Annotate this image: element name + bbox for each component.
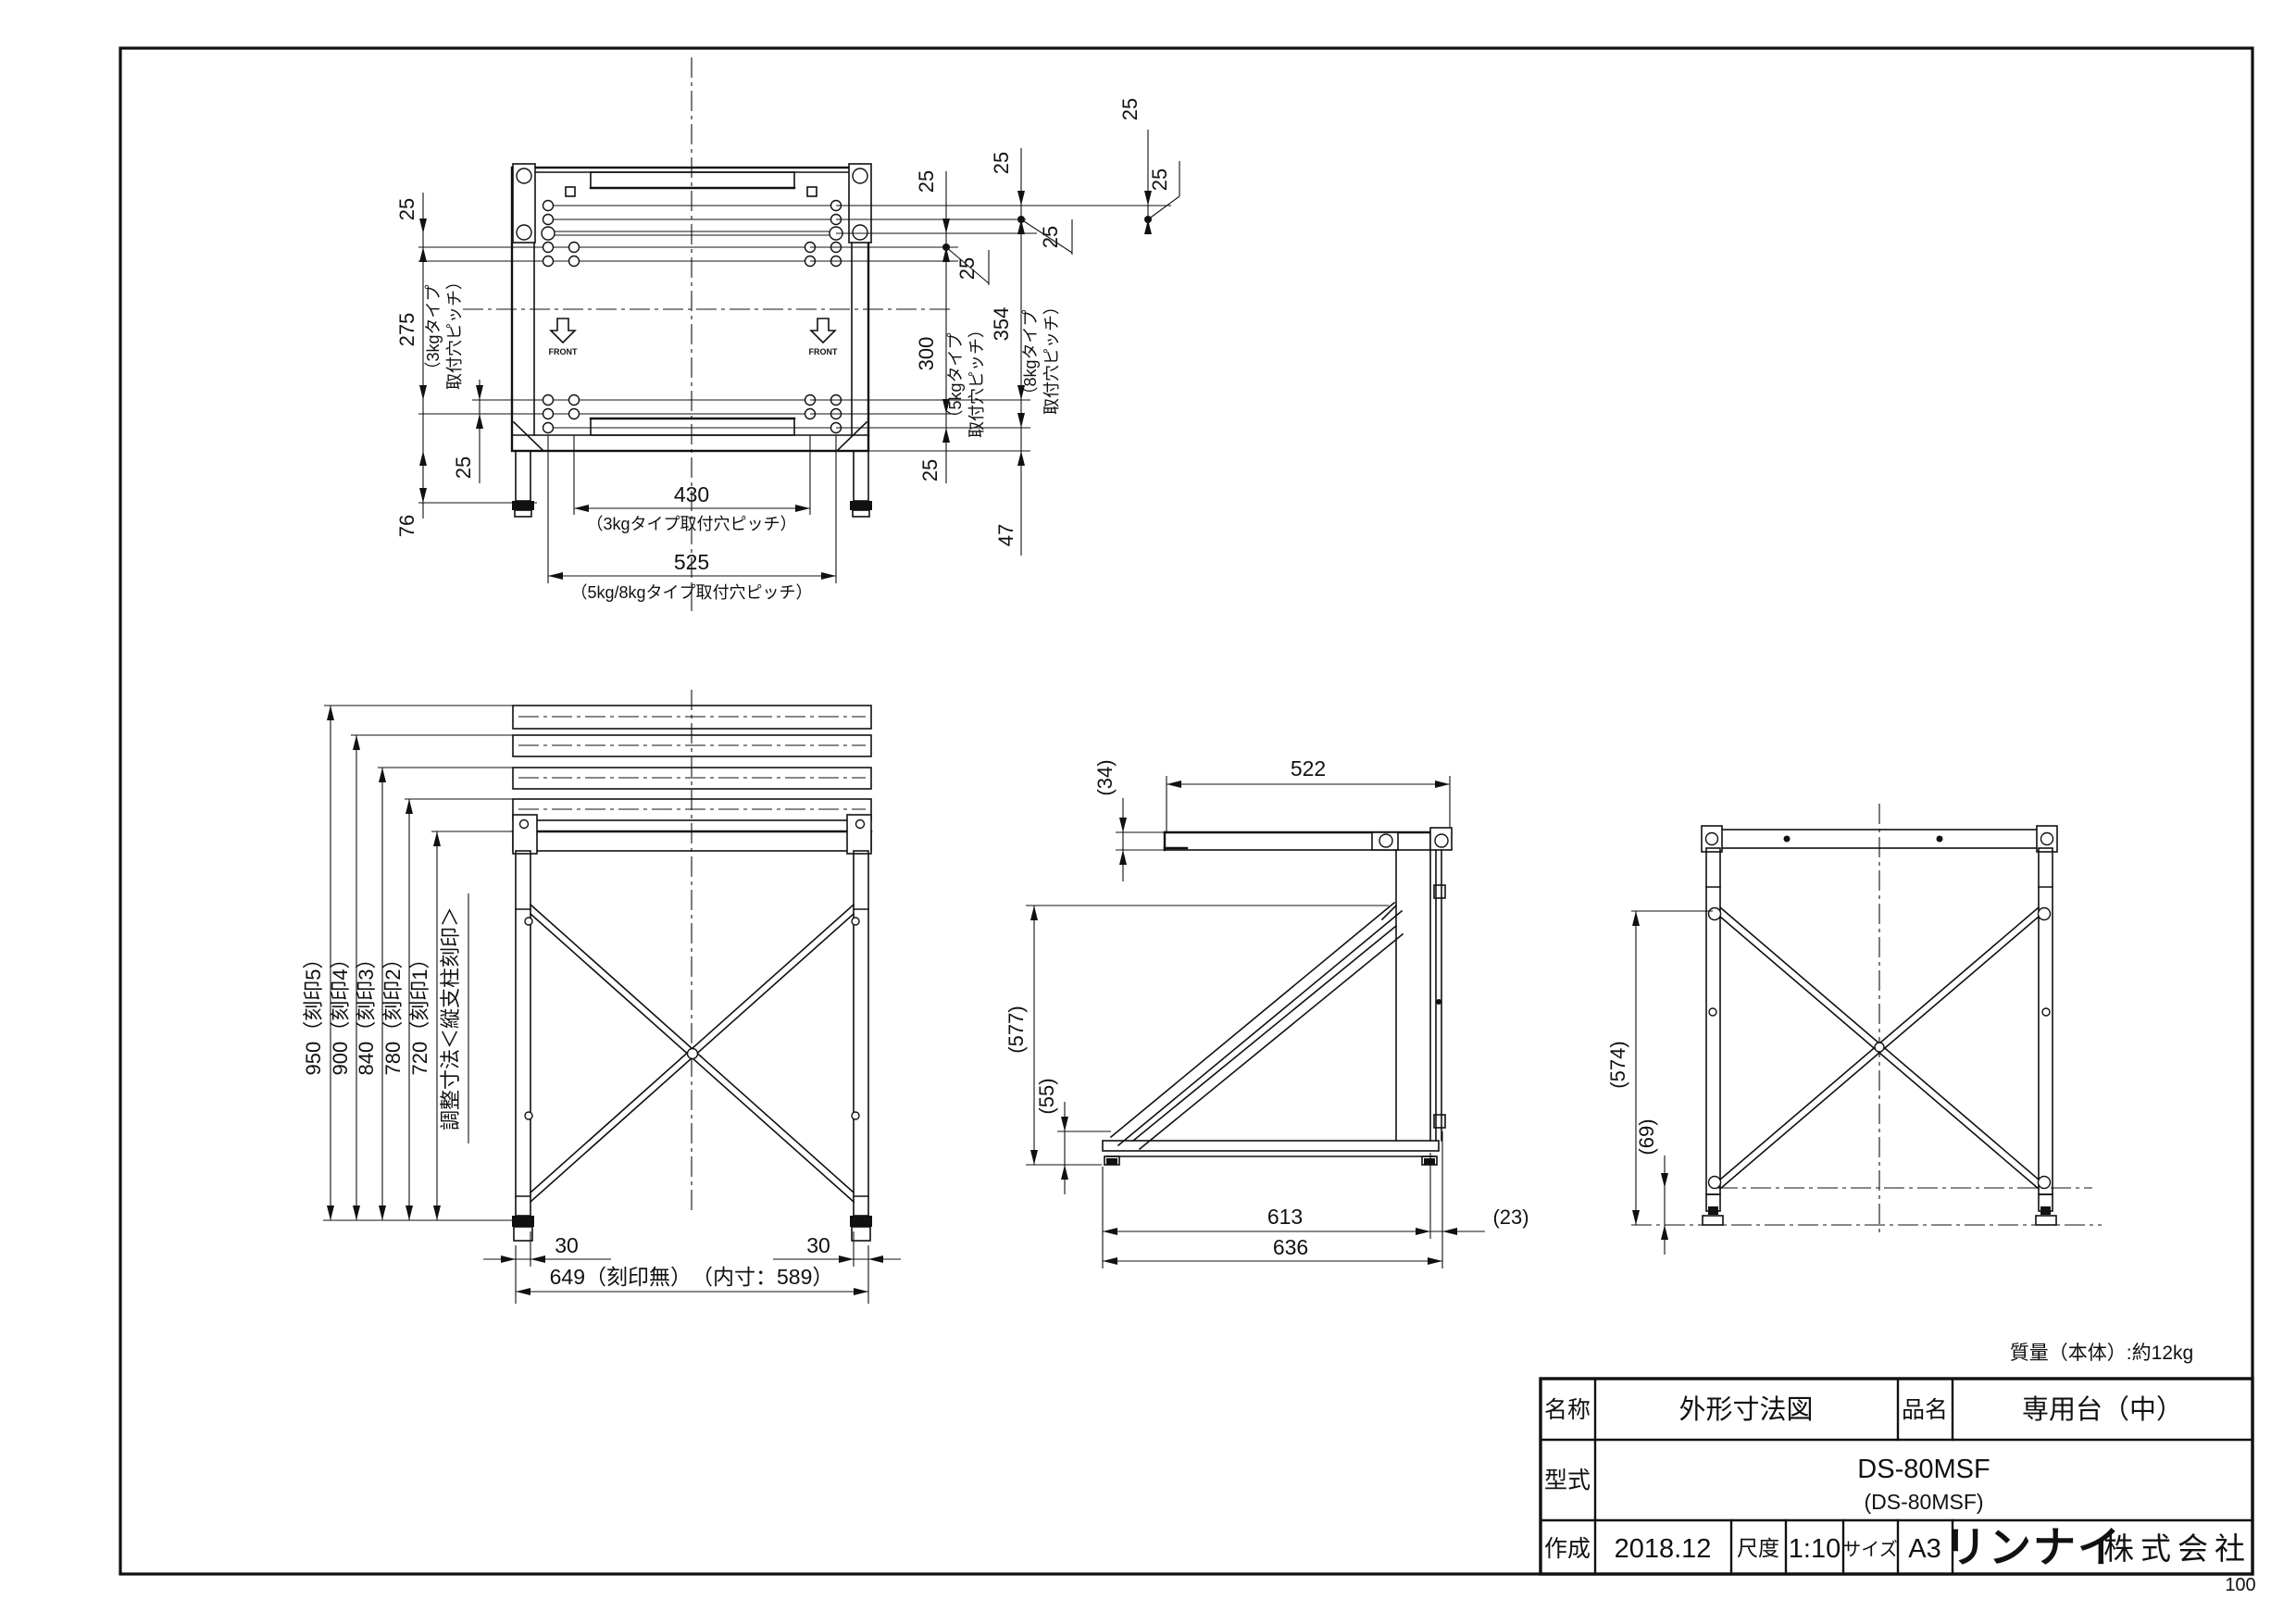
top-view-corner-brackets — [512, 163, 872, 244]
dim-25-v1: 25 — [915, 170, 938, 193]
front-direction-arrows: FRONT FRONT — [549, 318, 838, 356]
front-label: FRONT — [549, 347, 578, 356]
front-label: FRONT — [809, 347, 838, 356]
title-model-value: DS-80MSF — [1857, 1455, 1990, 1484]
title-name-value: 外形寸法図 — [1678, 1394, 1813, 1425]
dim-25-bottom-left: 25 — [452, 456, 475, 479]
company-logo: リンナイ — [1944, 1523, 2122, 1571]
front-arrow-icon — [809, 318, 837, 344]
top-view-dims-bottom: 430 （3kgタイプ取付穴ピッチ） 525 （5kg/8kgタイプ取付穴ピッチ… — [547, 435, 837, 602]
dim-76: 76 — [395, 515, 418, 537]
front-arrow-icon — [549, 318, 577, 344]
dim-522: 522 — [1291, 756, 1326, 781]
dim-25-leader1: 25 — [955, 257, 979, 280]
dim-25-v3: 25 — [1118, 98, 1142, 120]
title-product-value: 専用台（中） — [2022, 1394, 2183, 1425]
back-view: (574) (69) — [1606, 804, 2102, 1255]
dim-613: 613 — [1267, 1205, 1303, 1229]
dim-300-note2: 取付穴ピッチ） — [967, 321, 986, 438]
dim-34: (34) — [1093, 759, 1117, 795]
dim-840: 840（刻印3） — [355, 949, 378, 1076]
dim-354-note1: （8kgタイプ — [1021, 309, 1040, 403]
dim-300: 300 — [915, 337, 938, 371]
side-view-dims: 522 (34) (577) (55) — [1004, 756, 1529, 1268]
front-view-x-brace — [529, 903, 855, 1204]
title-product-label: 品名 — [1902, 1397, 1948, 1423]
dim-354: 354 — [990, 307, 1013, 342]
back-view-legs — [1702, 847, 2057, 1226]
title-model-value-sub: (DS-80MSF) — [1864, 1490, 1983, 1514]
front-view-legs — [512, 850, 872, 1242]
dim-525: 525 — [674, 550, 709, 574]
title-scale-value: 1:10 — [1789, 1534, 1841, 1564]
front-view-dims-bottom: 30 30 649（刻印無） （内寸：589） — [483, 1231, 901, 1304]
back-view-dims: (574) (69) — [1606, 910, 1713, 1255]
top-view-hole-rows — [418, 205, 836, 429]
sheet-border — [119, 46, 2254, 1576]
dim-25-v2: 25 — [990, 152, 1013, 174]
top-view-dims-right: 25 25 300 （5kgタイプ 取付穴ピッチ） 25 25 25 354 （… — [915, 98, 1180, 556]
top-view-legs — [512, 450, 872, 518]
dim-25-bottom-right: 25 — [918, 459, 942, 481]
dim-950: 950（刻印5） — [302, 949, 325, 1076]
front-view-top-rail — [511, 814, 873, 855]
top-view: FRONT FRONT 25 275 （3kgタイプ 取付穴ピッチ） 25 76 — [395, 57, 1180, 613]
dim-574: (574) — [1606, 1041, 1629, 1088]
dim-69: (69) — [1635, 1118, 1658, 1155]
title-created-value: 2018.12 — [1615, 1534, 1712, 1564]
title-size-value: A3 — [1908, 1534, 1940, 1564]
dim-275: 275 — [395, 313, 418, 347]
dim-30-left: 30 — [555, 1233, 579, 1257]
front-view: 950（刻印5） 900（刻印4） 840（刻印3） 780（刻印2） 720（… — [302, 690, 901, 1304]
mass-note: 質量（本体）:約12kg — [2010, 1343, 2193, 1364]
company-suffix: 株式会社 — [2103, 1531, 2252, 1566]
dim-354-note2: 取付穴ピッチ） — [1042, 298, 1061, 415]
front-view-phantom-rails — [512, 705, 872, 821]
dim-577: (577) — [1004, 1006, 1028, 1053]
title-model-label: 型式 — [1544, 1468, 1591, 1493]
side-view-rear-leg — [1395, 849, 1446, 1142]
dim-30-right: 30 — [806, 1233, 830, 1257]
title-block: 名称 外形寸法図 品名 専用台（中） 型式 DS-80MSF (DS-80MSF… — [1539, 1377, 2254, 1576]
dim-430-note: （3kgタイプ取付穴ピッチ） — [586, 515, 796, 533]
dim-900: 900（刻印4） — [329, 949, 352, 1076]
top-view-dims-left: 25 275 （3kgタイプ 取付穴ピッチ） 25 76 — [395, 193, 537, 537]
adjust-note: 調整寸法＜縦支柱刻印＞ — [439, 906, 462, 1131]
dim-636: 636 — [1273, 1235, 1308, 1259]
dim-275-note2: 取付穴ピッチ） — [445, 273, 464, 390]
dim-23: (23) — [1492, 1206, 1529, 1229]
back-view-x-brace — [1707, 906, 2052, 1191]
back-view-top-rail — [1701, 825, 2058, 853]
dim-25-leader2: 25 — [1039, 226, 1062, 248]
side-view-top-rail — [1163, 827, 1453, 852]
dim-25-leader3: 25 — [1148, 169, 1171, 191]
front-view-dims-height: 950（刻印5） 900（刻印4） 840（刻印3） 780（刻印2） 720（… — [302, 705, 516, 1221]
dim-525-note: （5kg/8kgタイプ取付穴ピッチ） — [570, 583, 812, 602]
dim-55: (55) — [1035, 1078, 1058, 1114]
dim-780: 780（刻印2） — [381, 949, 405, 1076]
top-view-ext-right — [810, 205, 1171, 452]
dim-47: 47 — [994, 524, 1017, 546]
page-number: 100 — [2225, 1575, 2255, 1595]
dim-720: 720（刻印1） — [408, 949, 431, 1076]
dim-649: 649（刻印無） （内寸：589） — [550, 1265, 834, 1289]
title-name-label: 名称 — [1544, 1397, 1591, 1423]
side-view: 522 (34) (577) (55) — [1004, 756, 1529, 1268]
dim-430: 430 — [674, 482, 709, 506]
dim-25-top-left: 25 — [395, 198, 418, 220]
title-scale-label: 尺度 — [1737, 1536, 1779, 1560]
dim-275-note1: （3kgタイプ — [424, 284, 443, 378]
side-view-bottom-rail — [1102, 1140, 1440, 1166]
dim-300-note1: （5kgタイプ — [946, 332, 965, 426]
side-view-braces — [1109, 901, 1404, 1151]
title-size-label: サイズ — [1842, 1539, 1897, 1560]
title-created-label: 作成 — [1544, 1536, 1591, 1562]
